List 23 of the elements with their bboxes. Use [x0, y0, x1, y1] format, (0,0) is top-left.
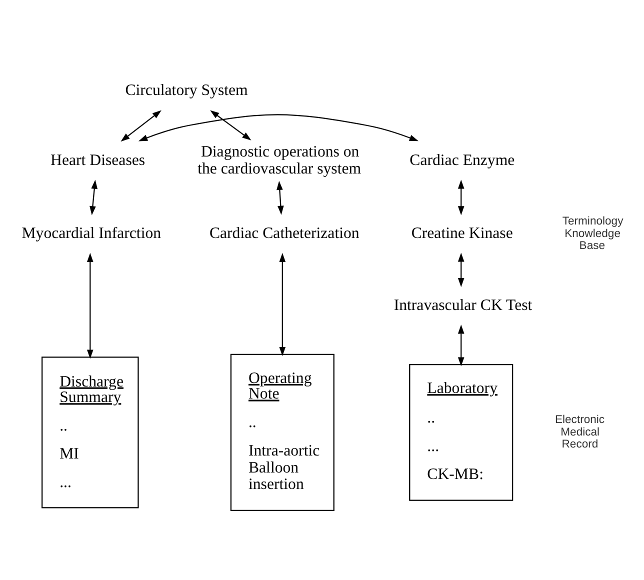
- node-text: Heart Diseases: [50, 152, 146, 169]
- node-text: Diagnostic operations on the cardiovascular system: [198, 143, 362, 178]
- node-text: Creatine Kinase: [411, 224, 513, 242]
- arrow: [120, 110, 162, 142]
- label: Electronic Medical Record: [554, 413, 605, 450]
- node-text: Intravascular CK Test: [394, 296, 532, 314]
- node-box: Discharge Summary .. MI ...: [42, 356, 139, 508]
- node-box: Operating Note .. Intra-aortic Balloon insertion: [230, 353, 334, 511]
- arrow: [458, 252, 464, 287]
- arrow: [276, 180, 284, 214]
- arrow: [90, 179, 98, 215]
- node-text: Cardiac Catheterization: [209, 224, 360, 242]
- arrow: [458, 324, 464, 366]
- arrow: [86, 252, 94, 358]
- node-box: Laboratory .. ... CK-MB:: [409, 364, 514, 500]
- node-text: Circulatory System: [125, 82, 248, 99]
- node-text: Myocardial Infarction: [22, 224, 162, 242]
- label: Terminology Knowledge Base: [562, 214, 624, 252]
- node-text: Cardiac Enzyme: [410, 152, 515, 169]
- arrow: [279, 252, 286, 356]
- arrow: [138, 114, 418, 141]
- arrow: [458, 179, 464, 215]
- arrow: [210, 110, 252, 140]
